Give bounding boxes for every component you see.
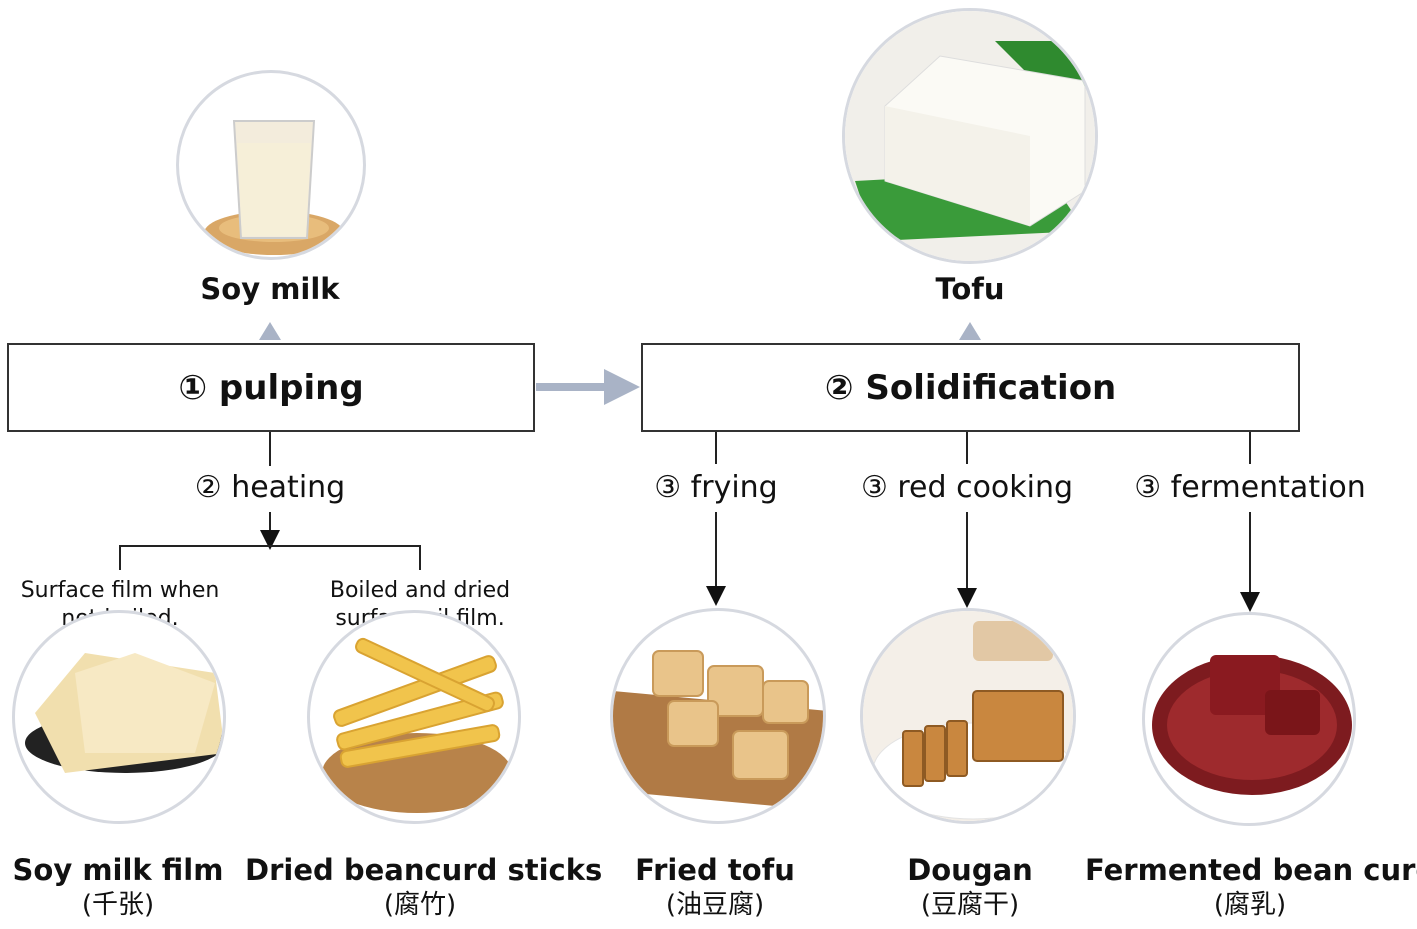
heating-split-bracket xyxy=(119,545,421,570)
arrow-up-soy-milk xyxy=(259,322,281,340)
arrow-pulping-to-solidification xyxy=(536,369,640,405)
product-dougan-en: Dougan xyxy=(907,853,1033,887)
dried-beancurd-sticks-image xyxy=(307,610,521,824)
solidification-step-box: ② Solidification xyxy=(641,343,1300,432)
product-fried-tofu-cn: (油豆腐) xyxy=(665,890,765,920)
soy-milk-label: Soy milk xyxy=(200,272,340,306)
product-dougan: Dougan (豆腐干) xyxy=(870,852,1070,922)
arrow-up-tofu xyxy=(959,322,981,340)
product-soy-milk-film-en: Soy milk film xyxy=(12,853,224,887)
fermentation-branch-label: ③ fermentation xyxy=(1134,470,1366,505)
fried-tofu-image xyxy=(610,608,826,824)
product-fermented-bean-curd-en: Fermented bean curd xyxy=(1085,853,1417,887)
product-dried-beancurd-sticks-cn: (腐竹) xyxy=(383,890,457,920)
tofu-image xyxy=(842,8,1098,264)
pulping-step-label: ① pulping xyxy=(178,367,364,408)
product-dried-beancurd-sticks-en: Dried beancurd sticks xyxy=(245,853,603,887)
soy-milk-film-image xyxy=(12,610,226,824)
product-fried-tofu-en: Fried tofu xyxy=(635,853,795,887)
product-dougan-cn: (豆腐干) xyxy=(920,890,1020,920)
frying-branch-label: ③ frying xyxy=(654,470,778,505)
product-soy-milk-film-cn: (千张) xyxy=(81,890,155,920)
fermented-bean-curd-image xyxy=(1142,612,1356,826)
product-fermented-bean-curd: Fermented bean curd (腐乳) xyxy=(1085,852,1417,922)
product-fermented-bean-curd-cn: (腐乳) xyxy=(1213,890,1287,920)
solidification-step-label: ② Solidification xyxy=(824,367,1117,408)
product-dried-beancurd-sticks: Dried beancurd sticks (腐竹) xyxy=(245,852,603,922)
tofu-label: Tofu xyxy=(935,272,1005,306)
red-cooking-branch-label: ③ red cooking xyxy=(860,470,1074,505)
heating-branch-label: ② heating xyxy=(194,470,346,505)
dougan-image xyxy=(860,608,1076,824)
product-fried-tofu: Fried tofu (油豆腐) xyxy=(610,852,820,922)
soy-milk-image xyxy=(176,70,366,260)
product-soy-milk-film: Soy milk film (千张) xyxy=(0,852,236,922)
pulping-step-box: ① pulping xyxy=(7,343,535,432)
